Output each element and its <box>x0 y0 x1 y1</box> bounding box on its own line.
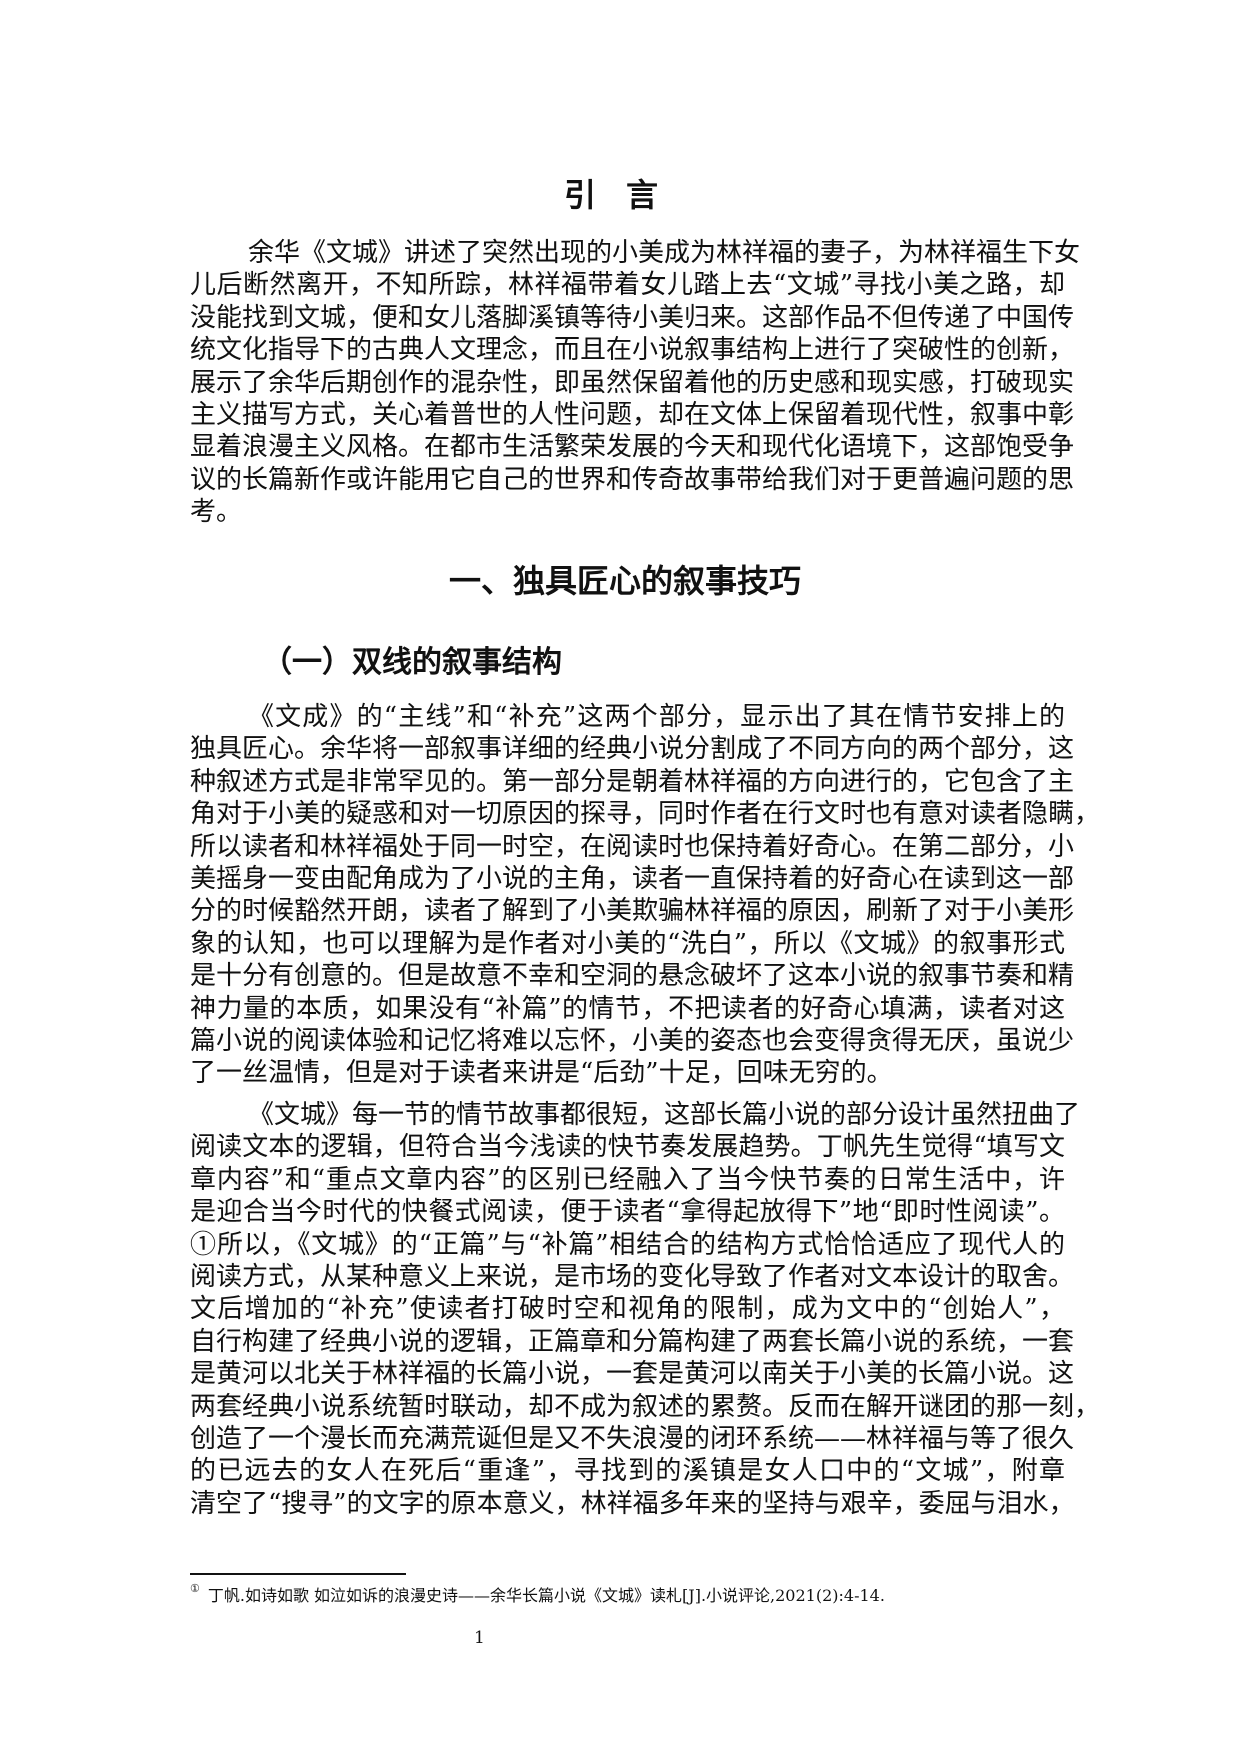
text-line: 创造了一个漫长而充满荒诞但是又不失浪漫的闭环系统——林祥福与等了很久 <box>190 1423 1075 1454</box>
text-line: 角对于小美的疑惑和对一切原因的探寻，同时作者在行文时也有意对读者隐瞒， <box>190 799 1101 830</box>
text-line: 象的认知，也可以理解为是作者对小美的“洗白”，所以《文城》的叙事形式 <box>190 928 1065 959</box>
text-line: 是迎合当今时代的快餐式阅读，便于读者“拿得起放得下”地“即时性阅读”。 <box>190 1197 1065 1228</box>
text-line: 自行构建了经典小说的逻辑，正篇章和分篇构建了两套长篇小说的系统，一套 <box>190 1326 1075 1357</box>
text-line: 所以读者和林祥福处于同一时空，在阅读时也保持着好奇心。在第二部分，小 <box>190 831 1075 862</box>
text-line: 阅读文本的逻辑，但符合当今浅读的快节奏发展趋势。丁帆先生觉得“填写文 <box>190 1132 1065 1163</box>
text-line: 篇小说的阅读体验和记忆将难以忘怀，小美的姿态也会变得贪得无厌，虽说少 <box>190 1025 1075 1056</box>
section-heading: 一、独具匠心的叙事技巧 <box>448 562 801 600</box>
text-line: 《文成》的“主线”和“补充”这两个部分，显示出了其在情节安排上的 <box>248 702 1065 732</box>
text-line: 没能找到文城，便和女儿落脚溪镇等待小美归来。这部作品不但传递了中国传 <box>190 302 1075 333</box>
text-line: 独具匠心。余华将一部叙事详细的经典小说分割成了不同方向的两个部分，这 <box>190 734 1075 765</box>
page-title: 引言 <box>563 176 688 214</box>
text-line: 统文化指导下的古典人文理念，而且在小说叙事结构上进行了突破性的创新， <box>190 335 1075 366</box>
footnote-divider <box>190 1573 406 1575</box>
subsection-heading: （一）双线的叙事结构 <box>262 645 562 680</box>
text-line: ①所以，《文城》的“正篇”与“补篇”相结合的结构方式恰恰适应了现代人的 <box>190 1229 1065 1260</box>
text-line: 是十分有创意的。但是故意不幸和空洞的悬念破坏了这本小说的叙事节奏和精 <box>190 961 1075 992</box>
text-line: 章内容”和“重点文章内容”的区别已经融入了当今快节奏的日常生活中，许 <box>190 1164 1065 1195</box>
text-line: 展示了余华后期创作的混杂性，即虽然保留着他的历史感和现实感，打破现实 <box>190 367 1075 398</box>
text-line: 阅读方式，从某种意义上来说，是市场的变化导致了作者对文本设计的取舍。 <box>190 1261 1075 1292</box>
text-line: 种叙述方式是非常罕见的。第一部分是朝着林祥福的方向进行的，它包含了主 <box>190 766 1075 797</box>
text-line: 考。 <box>190 497 243 528</box>
text-line: 两套经典小说系统暂时联动，却不成为叙述的累赘。反而在解开谜团的那一刻， <box>190 1391 1101 1422</box>
text-line: 余华《文城》讲述了突然出现的小美成为林祥福的妻子，为林祥福生下女 <box>248 238 1081 268</box>
text-line: 议的长篇新作或许能用它自己的世界和传奇故事带给我们对于更普遍问题的思 <box>190 464 1075 495</box>
text-line: 显着浪漫主义风格。在都市生活繁荣发展的今天和现代化语境下，这部饱受争 <box>190 432 1075 463</box>
intro-paragraph: 余华《文城》讲述了突然出现的小美成为林祥福的妻子，为林祥福生下女儿后断然离开，不… <box>190 237 1081 529</box>
text-line: 儿后断然离开，不知所踪，林祥福带着女儿踏上去“文城”寻找小美之路，却 <box>190 270 1065 301</box>
text-line: 的已远去的女人在死后“重逢”，寻找到的溪镇是女人口中的“文城”，附章 <box>190 1456 1065 1487</box>
footnote: ① 丁帆.如诗如歌 如泣如诉的浪漫史诗——余华长篇小说《文城》读札[J].小说评论… <box>190 1582 885 1606</box>
footnote-marker: ① <box>190 1582 200 1595</box>
page-number: 1 <box>474 1628 485 1648</box>
text-line: 了一丝温情，但是对于读者来讲是“后劲”十足，回味无穷的。 <box>190 1058 893 1089</box>
text-line: 美摇身一变由配角成为了小说的主角，读者一直保持着的好奇心在读到这一部 <box>190 863 1075 894</box>
text-line: 《文城》每一节的情节故事都很短，这部长篇小说的部分设计虽然扭曲了 <box>248 1100 1081 1130</box>
text-line: 神力量的本质，如果没有“补篇”的情节，不把读者的好奇心填满，读者对这 <box>190 993 1065 1024</box>
text-line: 清空了“搜寻”的文字的原本意义，林祥福多年来的坚持与艰辛，委屈与泪水， <box>190 1488 1075 1519</box>
text-line: 主义描写方式，关心着普世的人性问题，却在文体上保留着现代性，叙事中彰 <box>190 399 1075 430</box>
text-line: 文后增加的“补充”使读者打破时空和视角的限制，成为文中的“创始人”， <box>190 1294 1065 1325</box>
body-paragraph-1: 《文成》的“主线”和“补充”这两个部分，显示出了其在情节安排上的独具匠心。余华将… <box>190 701 1101 1090</box>
text-line: 是黄河以北关于林祥福的长篇小说，一套是黄河以南关于小美的长篇小说。这 <box>190 1359 1075 1390</box>
footnote-text: 丁帆.如诗如歌 如泣如诉的浪漫史诗——余华长篇小说《文城》读札[J].小说评论,… <box>207 1586 885 1605</box>
text-line: 分的时候豁然开朗，读者了解到了小美欺骗林祥福的原因，刷新了对于小美形 <box>190 896 1075 927</box>
body-paragraph-2: 《文城》每一节的情节故事都很短，这部长篇小说的部分设计虽然扭曲了阅读文本的逻辑，… <box>190 1099 1101 1520</box>
